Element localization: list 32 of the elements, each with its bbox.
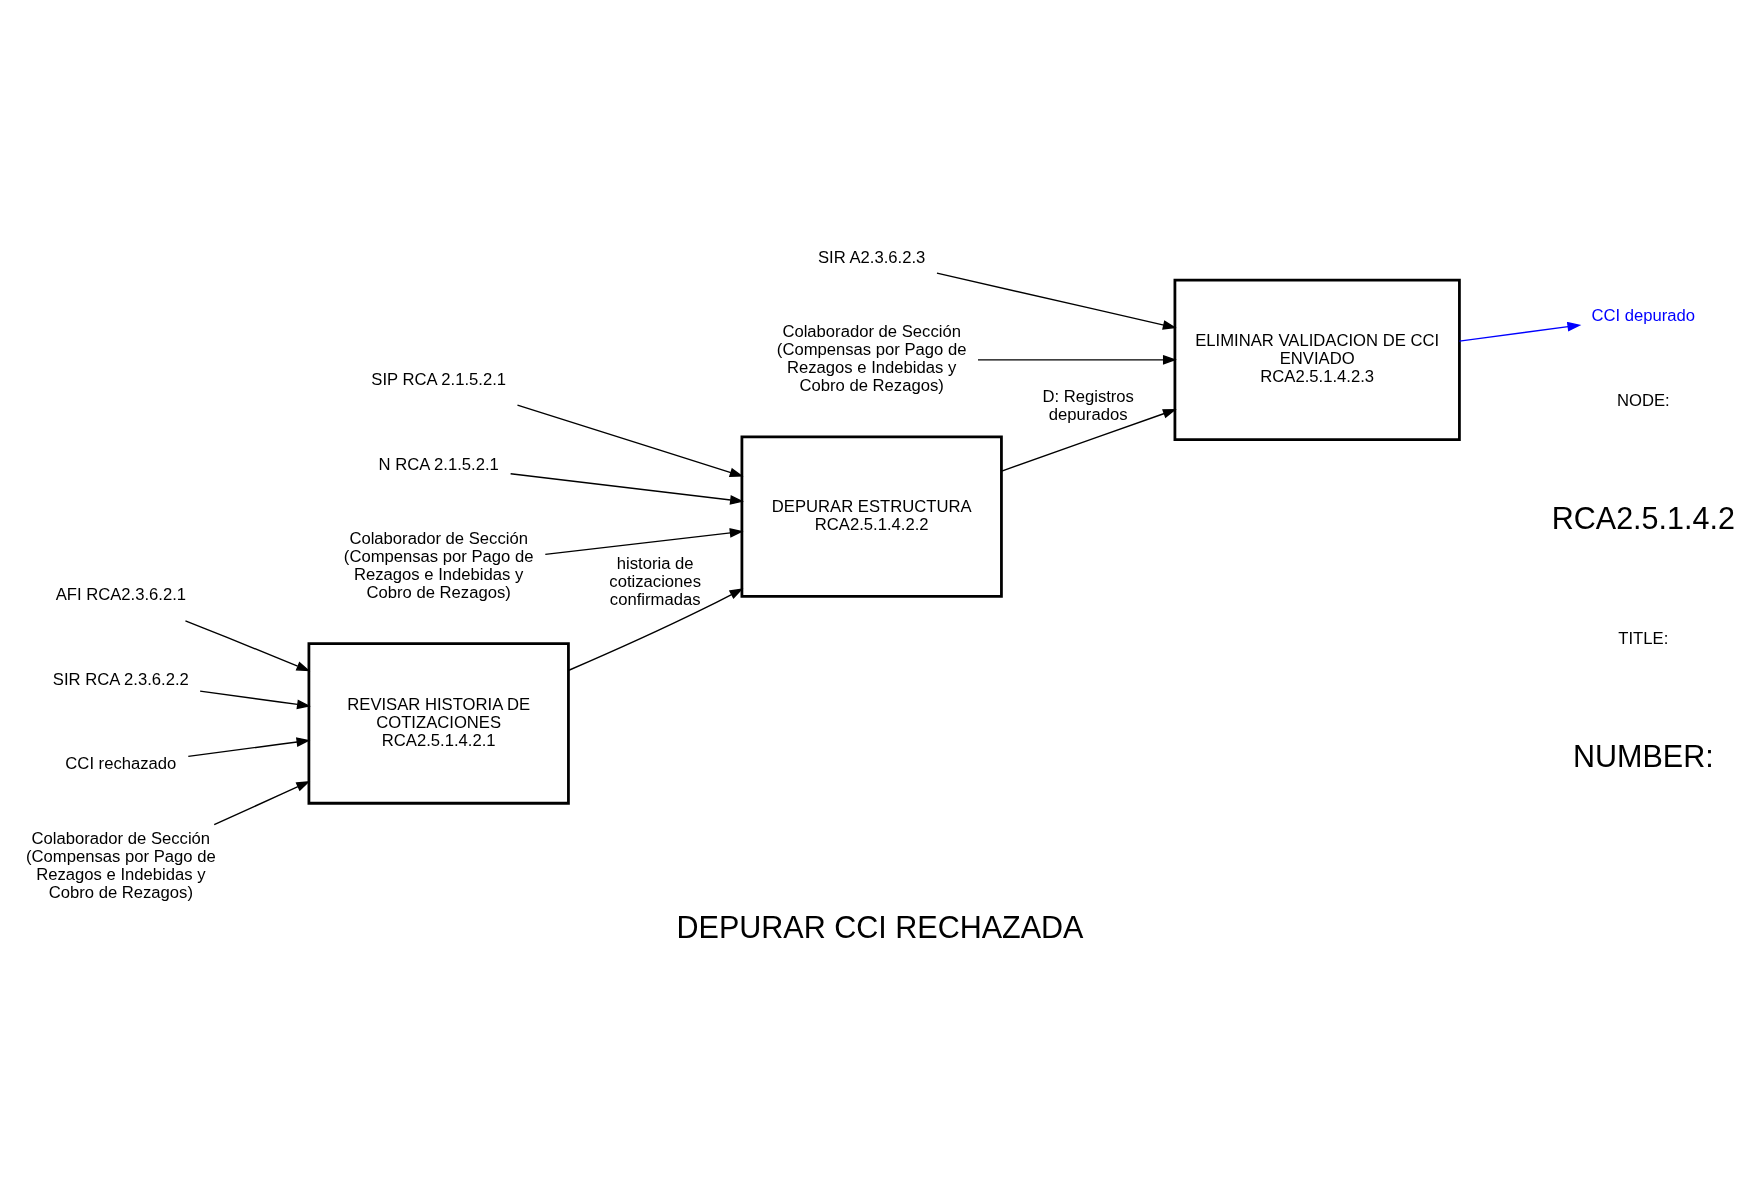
arrow: [187, 736, 311, 757]
node-text: SIR A2.3.6.2.3: [818, 247, 926, 267]
arrow: [977, 354, 1177, 365]
node-text: SIR RCA 2.3.6.2.2: [52, 669, 189, 689]
arrow: [1458, 321, 1582, 342]
arrow: [509, 472, 744, 505]
node-box: REVISAR HISTORIA DE COTIZACIONES RCA2.5.1.4.2.1: [307, 641, 570, 805]
label: RCA2.5.1.4.2: [1551, 500, 1735, 535]
arrow: [184, 619, 311, 671]
node-text: Colaborador de Sección (Compensas por Pago de Rezagos e Indebidas y Cobro de Rezagos): [343, 528, 534, 602]
label: NUMBER:: [1572, 738, 1714, 773]
arrow: [1001, 408, 1177, 472]
arrow: [213, 780, 311, 825]
node-text: Colaborador de Sección (Compensas por Pago de Rezagos e Indebidas y Cobro de Rezagos): [776, 321, 967, 395]
node-box: ELIMINAR VALIDACION DE CCI ENVIADO RCA2.5.1.4.2.3: [1173, 278, 1461, 441]
node-text: AFI RCA2.3.6.2.1: [55, 584, 187, 604]
node-box: DEPURAR ESTRUCTURA RCA2.5.1.4.2.2: [740, 435, 1003, 598]
arrow: [516, 403, 744, 477]
diagram-title: DEPURAR CCI RECHAZADA: [676, 909, 1084, 944]
arrow: [936, 271, 1177, 330]
node-text: N RCA 2.1.5.2.1: [378, 454, 499, 474]
node-text: SIP RCA 2.1.5.2.1: [371, 369, 507, 389]
node-text: CCI depurado: [1591, 305, 1696, 325]
edge-label: historia de cotizaciones confirmadas: [609, 553, 701, 609]
arrow: [544, 527, 744, 555]
edge-label: D: Registros depurados: [1042, 386, 1134, 424]
arrow: [568, 587, 744, 671]
node-text: Colaborador de Sección (Compensas por Pago de Rezagos e Indebidas y Cobro de Rezagos): [26, 828, 216, 902]
label: NODE:: [1616, 390, 1670, 410]
label: TITLE:: [1618, 628, 1669, 648]
arrow: [199, 689, 311, 709]
node-text: CCI rechazado: [65, 753, 177, 773]
